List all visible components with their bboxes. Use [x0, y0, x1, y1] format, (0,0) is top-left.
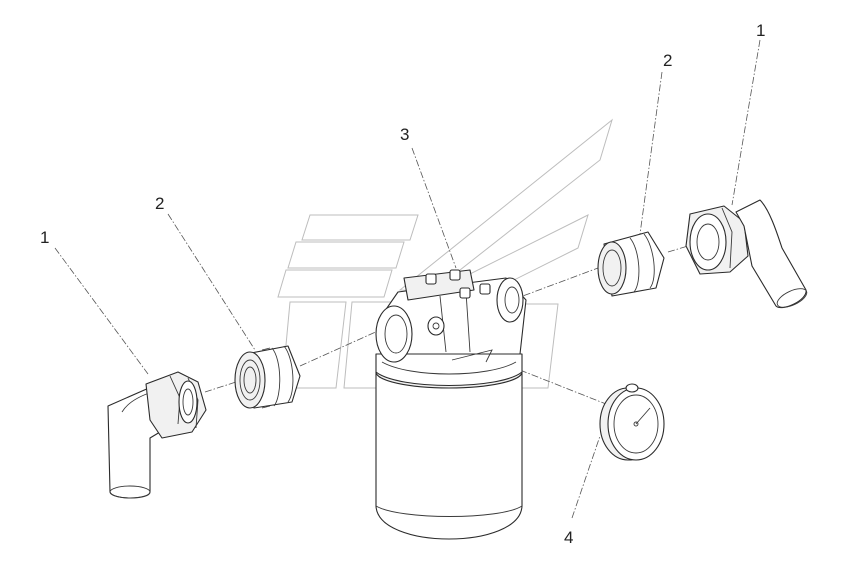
- filter-housing: [375, 269, 527, 540]
- leader-hose-left: [54, 247, 149, 375]
- hose-elbow-left: [107, 371, 207, 499]
- leader-lines: [54, 39, 761, 519]
- callout-filter: 3: [400, 125, 409, 144]
- callout-hose-left: 1: [40, 228, 49, 247]
- leader-axis-mid-left: [299, 329, 381, 367]
- leader-axis-left: [204, 381, 237, 393]
- callout-adapter-left: 2: [155, 194, 164, 213]
- leader-adapter-right: [639, 71, 663, 235]
- callout-hose-right: 1: [756, 21, 765, 40]
- leader-adapter-left: [167, 213, 256, 351]
- hose-elbow-right: [685, 199, 808, 308]
- callout-adapter-right: 2: [663, 51, 672, 70]
- callout-labels: 1 2 3 2 1 4: [40, 21, 765, 547]
- leader-gauge: [571, 435, 601, 519]
- leader-axis-right: [667, 245, 689, 253]
- pressure-gauge: [599, 383, 665, 461]
- callout-gauge: 4: [564, 528, 573, 547]
- leader-axis-mid-right: [511, 267, 599, 301]
- threaded-adapter-right: [597, 231, 665, 297]
- leader-hose-right: [731, 39, 761, 206]
- threaded-adapter-left: [234, 345, 301, 409]
- leader-filter: [411, 147, 457, 269]
- leader-gauge-to-filter: [519, 369, 607, 405]
